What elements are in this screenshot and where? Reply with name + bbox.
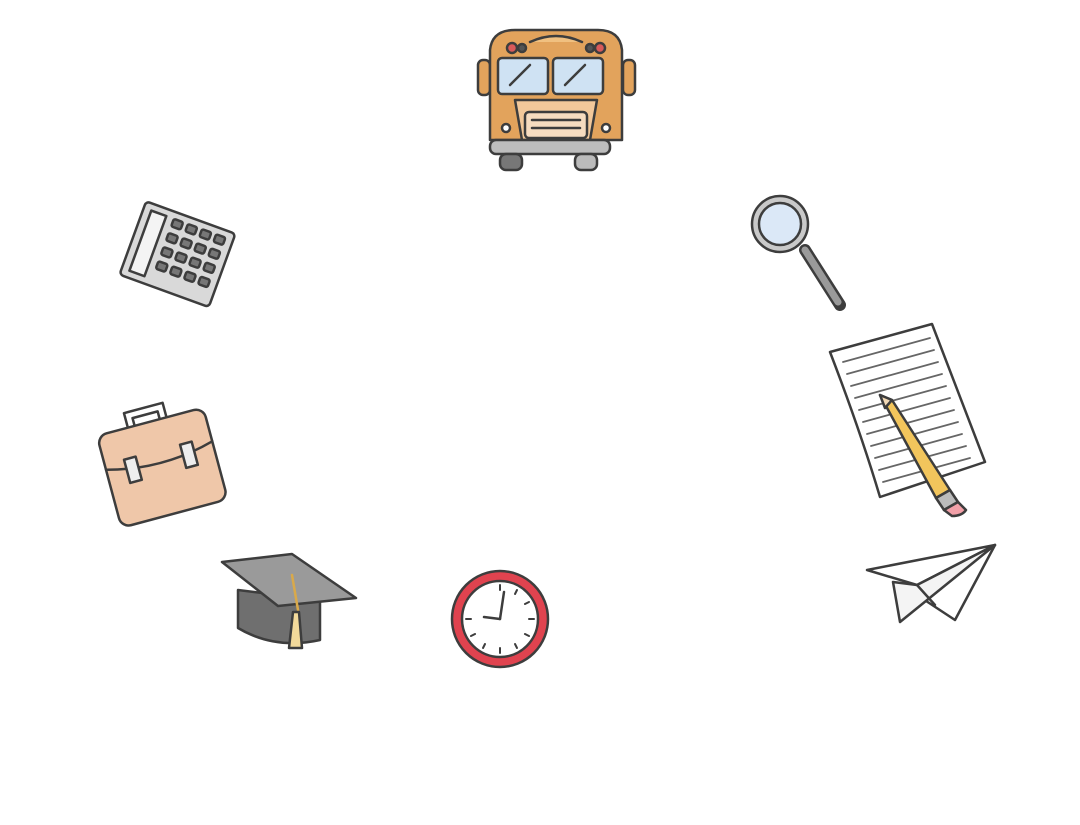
calculator-icon (119, 201, 236, 308)
clock-icon (450, 569, 550, 669)
paper-and-pencil-icon (828, 322, 987, 518)
school-bus-icon (476, 28, 637, 172)
graduation-cap-icon (220, 552, 358, 650)
paper-plane-icon (865, 543, 997, 624)
magnifying-glass-icon (750, 194, 846, 311)
briefcase-icon (97, 401, 227, 527)
